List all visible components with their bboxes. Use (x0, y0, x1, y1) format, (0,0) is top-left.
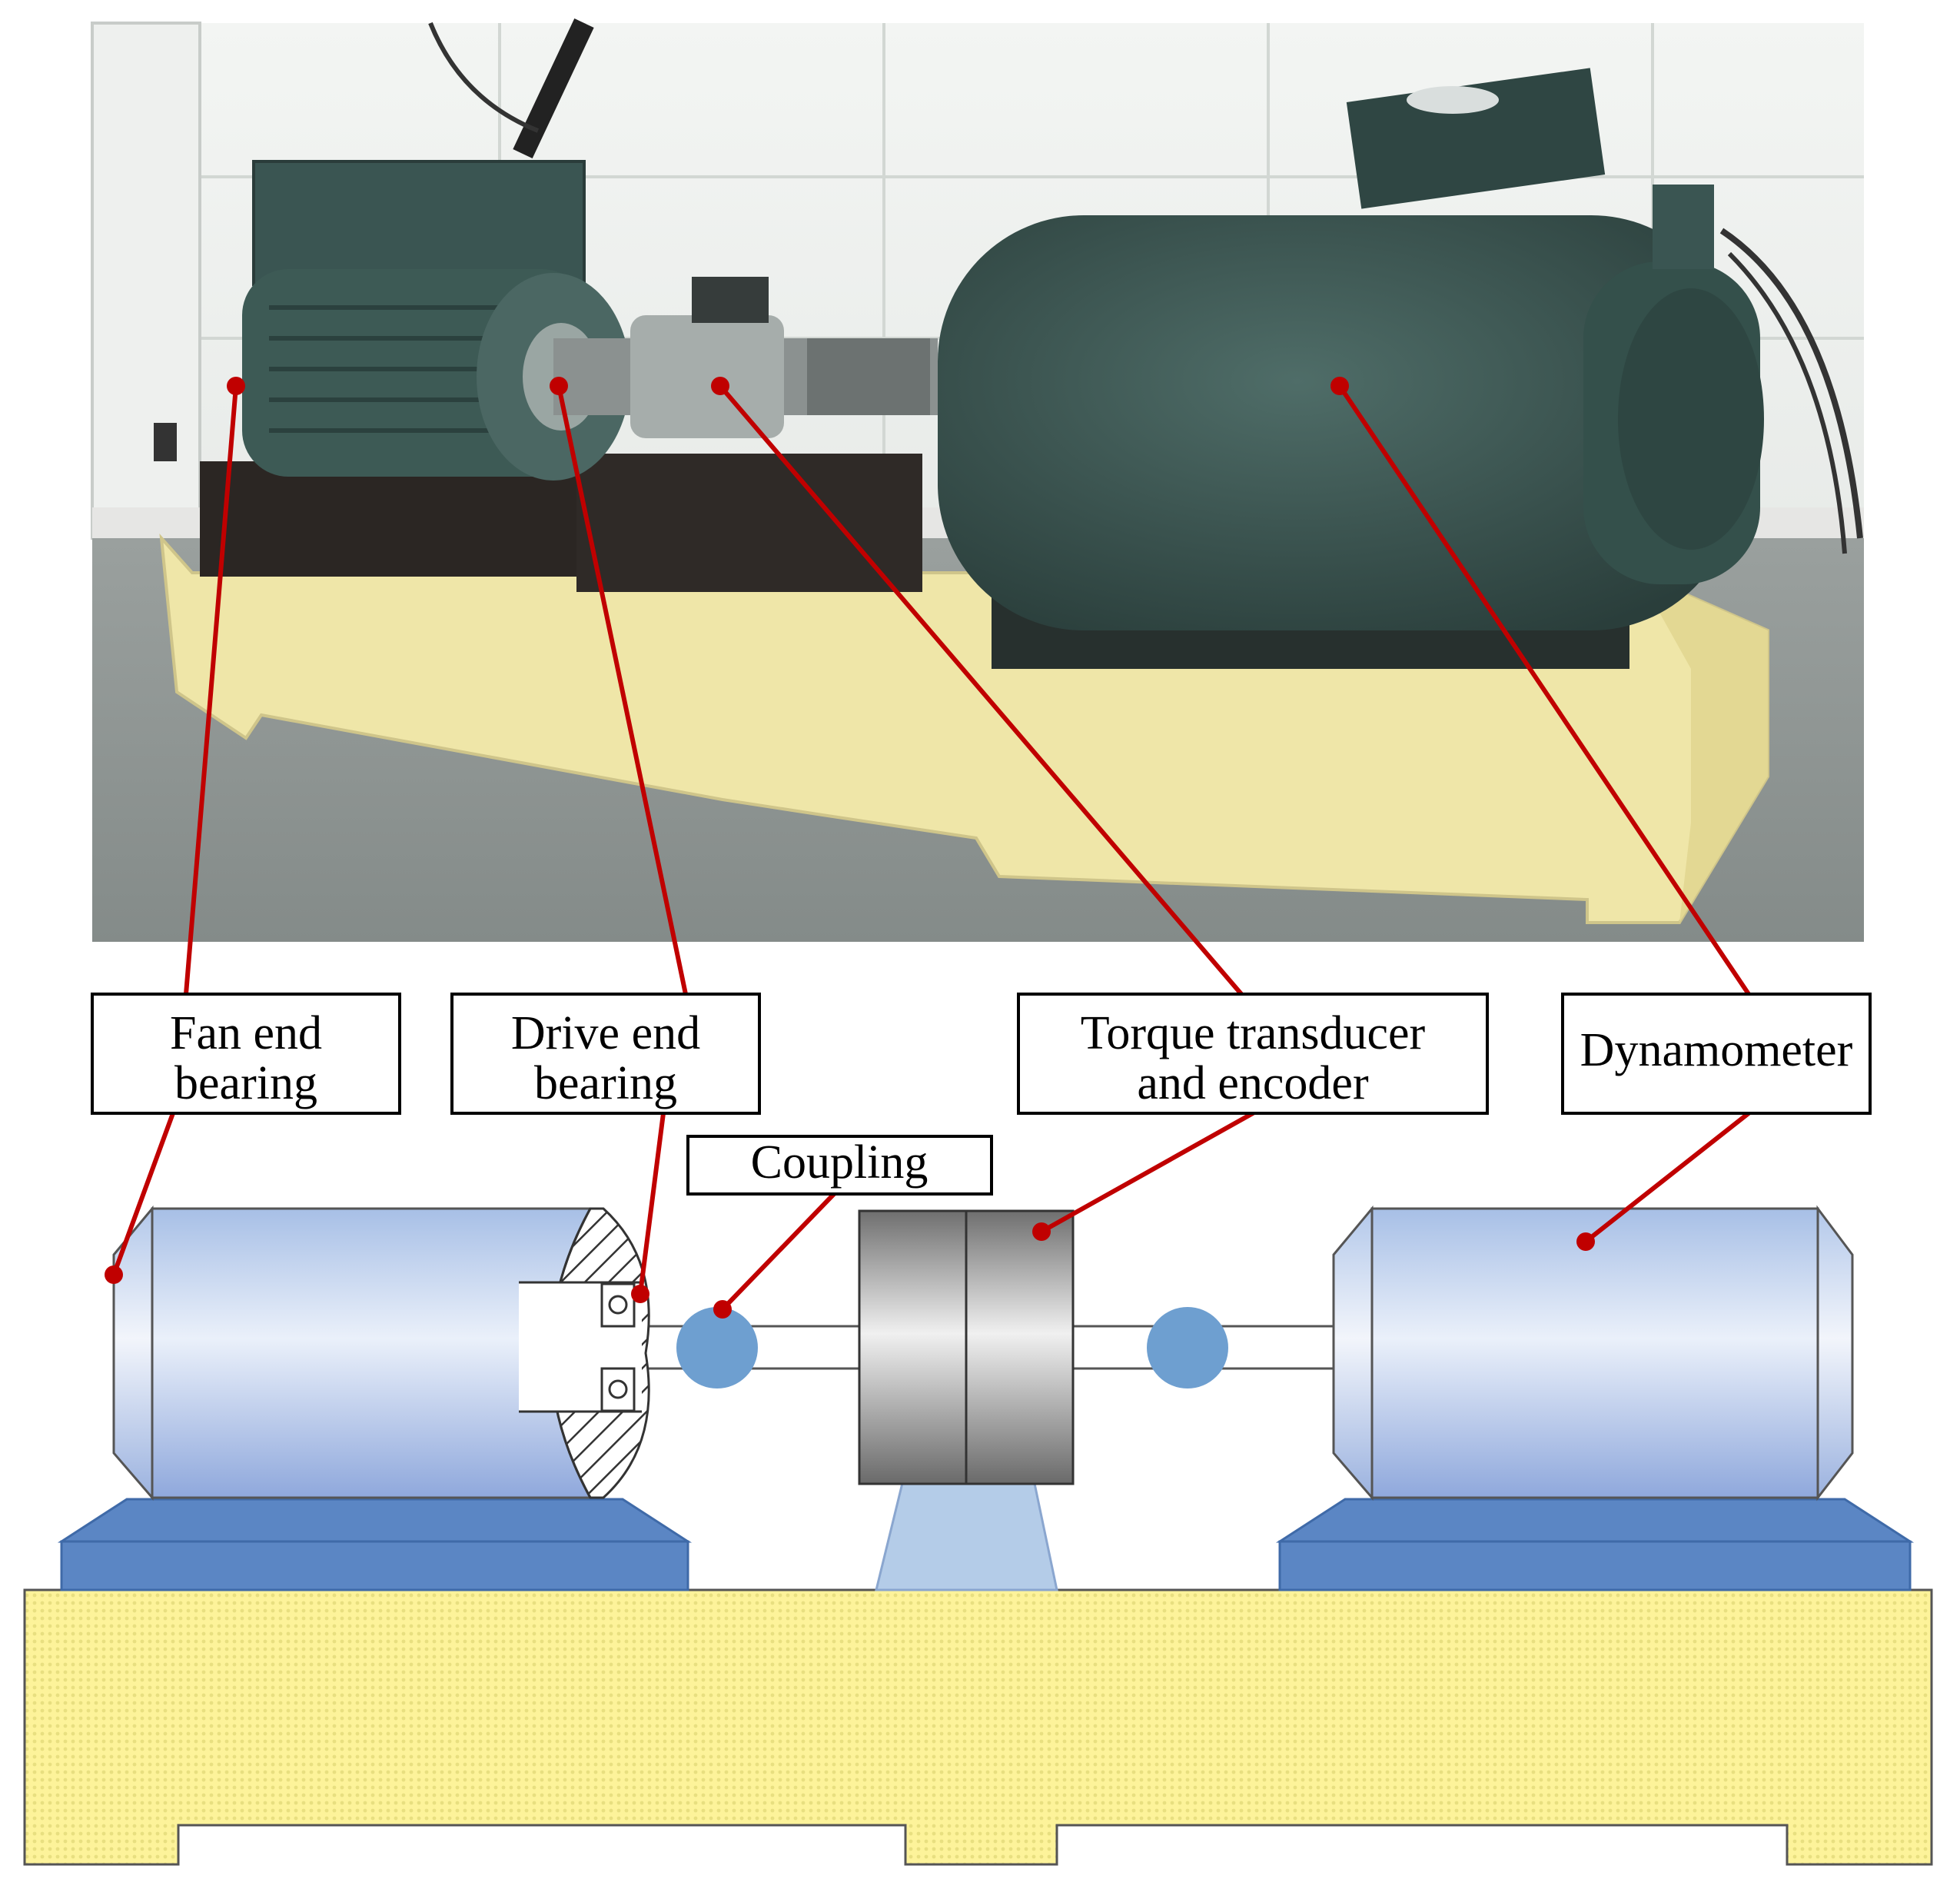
motor-base-left (57, 1498, 693, 1591)
test-bed (23, 1588, 1933, 1866)
schematic-diagram (23, 1205, 1933, 1866)
endpoint-dynamometer-photo (1330, 377, 1349, 395)
coupling-left (676, 1307, 758, 1388)
drive-motor (112, 1205, 650, 1502)
leader-lines (111, 384, 1751, 1312)
dynamometer-base (1275, 1498, 1915, 1591)
label-fan-end-line2: bearing (174, 1057, 317, 1109)
label-torque-transducer: Torque transducer and encoder (1017, 993, 1489, 1115)
leader-torque-photo (718, 384, 1244, 996)
leader-coupling-diagram (720, 1192, 836, 1312)
label-torque-line2: and encoder (1137, 1057, 1369, 1109)
leader-drive-end-photo (556, 384, 688, 996)
label-torque-line1: Torque transducer (1081, 1007, 1426, 1059)
endpoint-fan-end-photo (227, 377, 245, 395)
label-fan-end-bearing: Fan end bearing (91, 993, 401, 1115)
endpoint-torque-diagram (1032, 1222, 1051, 1241)
endpoint-drive-end-diagram (631, 1285, 649, 1303)
label-coupling: Coupling (686, 1135, 993, 1196)
label-dynamometer: Dynamometer (1561, 993, 1872, 1115)
leader-fan-end-diagram (111, 1111, 175, 1277)
endpoint-dynamometer-diagram (1576, 1232, 1595, 1251)
leader-torque-diagram (1039, 1111, 1255, 1234)
leader-dynamometer-photo (1337, 384, 1751, 996)
leader-endpoints (105, 377, 1595, 1319)
label-drive-end-bearing: Drive end bearing (450, 993, 761, 1115)
drive-end-bearing-symbol (600, 1282, 636, 1412)
label-drive-end-line2: bearing (534, 1057, 677, 1109)
endpoint-coupling-diagram (713, 1300, 732, 1319)
endpoint-torque-photo (711, 377, 729, 395)
leader-dynamometer-diagram (1583, 1111, 1751, 1244)
torque-transducer (858, 1209, 1075, 1591)
leader-fan-end-photo (184, 384, 238, 996)
dynamometer-symbol (1332, 1205, 1854, 1502)
test-rig-photo (91, 18, 1864, 942)
label-dynamometer-text: Dynamometer (1580, 1024, 1853, 1076)
endpoint-fan-end-diagram (105, 1265, 123, 1284)
endpoint-drive-end-photo (550, 377, 568, 395)
leader-drive-end-diagram (638, 1111, 666, 1296)
label-coupling-text: Coupling (751, 1136, 929, 1189)
coupling-right (1147, 1307, 1228, 1388)
label-drive-end-line1: Drive end (511, 1007, 700, 1059)
label-fan-end-line1: Fan end (170, 1007, 322, 1059)
